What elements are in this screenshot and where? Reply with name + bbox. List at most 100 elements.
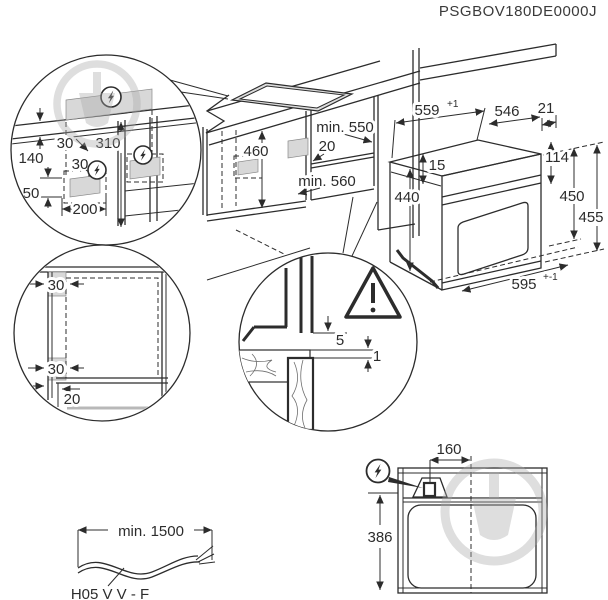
dim-arrow-21 [541, 119, 557, 128]
ext-line [391, 119, 396, 159]
countertop-extension [419, 43, 557, 69]
dim-label-30: 30 [57, 135, 74, 152]
icon-pointer [388, 477, 423, 488]
watermark-ring [440, 458, 548, 566]
detail-circle [13, 244, 191, 422]
rail-line [12, 116, 200, 140]
wood-grain [241, 353, 277, 377]
dim-label-30: 30 [72, 156, 89, 173]
terminal-socket [422, 481, 437, 498]
power-zone [237, 158, 259, 176]
niche-dashed-outline [65, 277, 159, 379]
watermark-logo [53, 60, 141, 148]
dim-arrow-546 [488, 114, 541, 127]
niche-shelf [310, 152, 375, 165]
dim-label-5: 5 [336, 332, 344, 349]
oven-isometric-view: 559 +1 546 21 15 114 440 450 455 595 +-1 [387, 96, 607, 296]
power-supply-icon [133, 145, 153, 165]
niche-dashed-line [544, 248, 605, 263]
oven-feet [395, 249, 440, 289]
floor-dashed-line [235, 229, 285, 255]
oven-bottom-left-edge [389, 261, 443, 291]
watermark-bag [472, 498, 516, 540]
dim-label-30: 30 [48, 277, 65, 294]
floor-line [206, 247, 311, 281]
power-supply-icon [365, 458, 423, 488]
clearance-detail-view: 5 1 [238, 252, 418, 432]
dim-label-455: 455 [578, 209, 603, 226]
power-zone [287, 137, 309, 159]
dim-label-450: 450 [559, 188, 584, 205]
dim-label-310: 310 [95, 135, 120, 152]
countertop-front-bottom [208, 82, 421, 146]
watermark-stem [93, 72, 101, 94]
dim-label-386: 386 [367, 529, 392, 546]
cable-pointer-line [107, 567, 125, 587]
dim-label-114: 114 [545, 149, 569, 166]
dim-label-560: min. 560 [298, 173, 356, 190]
cable-type-label: H05 V V - F [71, 586, 149, 600]
oven-top-view: 160 386 [364, 438, 548, 594]
cable-wire-end [195, 545, 214, 561]
cabinet-bottom-edge [206, 206, 307, 222]
dim-arrow-595 [461, 263, 569, 293]
countertop-extension [419, 55, 557, 81]
niche-dashed-line [542, 141, 605, 156]
cabinet-bottom-edge [206, 200, 307, 216]
detail-leader-line [169, 79, 229, 97]
dim-arrow-560 [297, 187, 321, 196]
dim-label-160: 160 [436, 441, 461, 458]
dim-label-30: 30 [48, 361, 65, 378]
dim-label-440: 440 [394, 189, 419, 206]
oven-body-top [407, 504, 537, 589]
cabinet-isometric-view: 460 min. 550 20 min. 560 [169, 43, 557, 281]
dim-arrow-20 [312, 153, 325, 162]
detail-leader-line [180, 91, 229, 100]
terminal-box [411, 477, 448, 498]
dim-label-21: 21 [538, 100, 555, 117]
ext-line [476, 107, 486, 141]
plinth-line [377, 223, 416, 231]
dim-tolerance-595: +-1 [543, 272, 558, 283]
dim-arrow-559 [395, 108, 485, 126]
watermark-bag [79, 93, 115, 127]
dim-arrow-550 [321, 126, 373, 144]
dim-tolerance-559: +1 [447, 99, 459, 110]
watermark-ring [53, 60, 141, 148]
detail-leader-line [342, 196, 354, 254]
dim-label-559: 559 [414, 102, 439, 119]
cable-wire-end [197, 553, 215, 563]
watermark-logo [440, 458, 548, 566]
dim-arrow-30 [75, 138, 89, 152]
dim-label-15: 15 [429, 157, 446, 174]
cable-curve [77, 561, 201, 580]
door-window [457, 201, 529, 276]
niche-bottom-edge [310, 188, 375, 201]
dim-label-140: 140 [18, 150, 43, 167]
oven-front-face [441, 153, 542, 291]
oven-top-outline [397, 467, 548, 594]
control-panel-line [441, 174, 542, 198]
oven-top-recess-line [390, 171, 442, 187]
detail-leader-line [351, 201, 378, 257]
shelf-line [124, 207, 200, 217]
power-supply-icon [100, 86, 122, 108]
power-zone-outline [63, 170, 107, 204]
control-panel-line [441, 182, 542, 206]
warning-triangle-icon [344, 266, 402, 319]
hob-cutout-inner [238, 85, 346, 109]
cable-curve [77, 555, 199, 575]
dim-label-1500: min. 1500 [118, 523, 184, 540]
document-code: PSGBOV180DE0000J [439, 3, 597, 20]
power-cable-figure: min. 1500 H05 V V - F [68, 520, 216, 600]
countertop-break [205, 94, 230, 134]
power-zone-outline [233, 155, 263, 179]
dim-label-546: 546 [494, 103, 519, 120]
dim-label-20: 20 [64, 391, 81, 408]
niche-dashed-line [548, 238, 582, 247]
wood-grain [291, 359, 308, 429]
furniture-wood-panel [286, 356, 315, 431]
watermark-stem [489, 472, 499, 499]
